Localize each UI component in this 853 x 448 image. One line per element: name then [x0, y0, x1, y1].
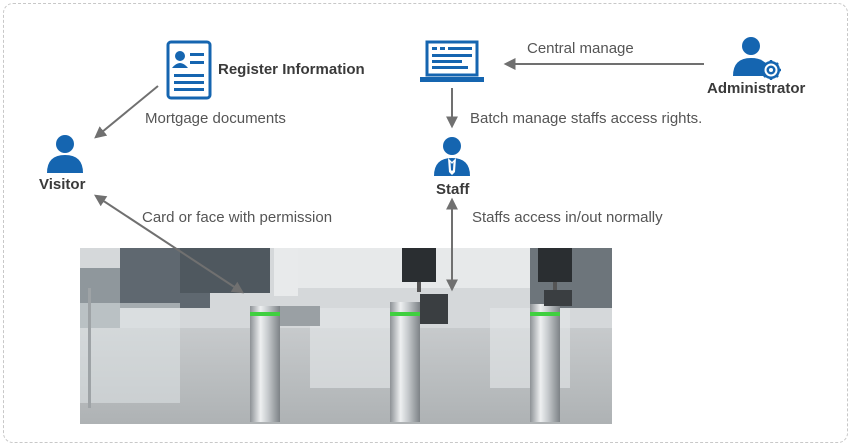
- visitor-label: Visitor: [39, 176, 86, 193]
- computer-monitor-icon: [420, 40, 484, 82]
- edge-label-mortgage-documents: Mortgage documents: [145, 110, 286, 127]
- admin-gear-icon: [733, 37, 781, 80]
- edge-label-card-or-face: Card or face with permission: [142, 209, 333, 226]
- edge-label-central-manage: Central manage: [527, 40, 634, 57]
- turnstile-gates-photo: [80, 248, 612, 424]
- person-icon: [47, 135, 83, 173]
- register-information-label: Register Information: [218, 61, 365, 78]
- administrator-label: Administrator: [707, 80, 806, 97]
- staff-label: Staff: [436, 181, 470, 198]
- edge-label-staffs-access: Staffs access in/out normally: [472, 209, 663, 226]
- staff-person-icon: [434, 137, 470, 176]
- edge-label-batch-manage: Batch manage staffs access rights.: [470, 110, 703, 127]
- registration-form-icon: [166, 40, 212, 100]
- diagram-frame: [3, 3, 848, 443]
